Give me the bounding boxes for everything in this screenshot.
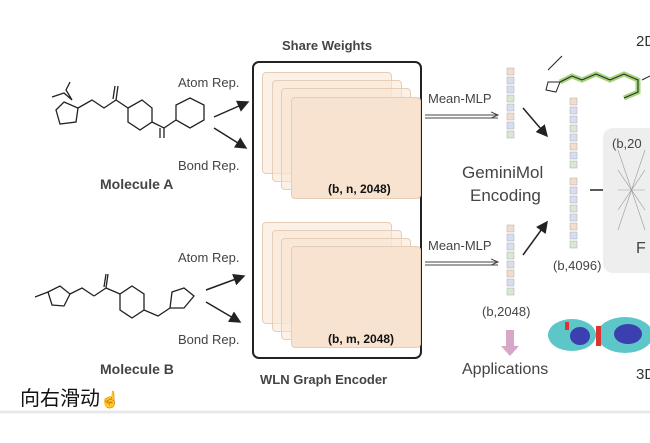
vector-cell bbox=[506, 130, 515, 139]
vector-cell bbox=[506, 287, 515, 296]
shape-a: (b, n, 2048) bbox=[328, 182, 391, 196]
molecule-b-structure bbox=[34, 273, 195, 319]
bond-rep-b: Bond Rep. bbox=[178, 332, 240, 347]
molecule-a-structure bbox=[51, 81, 205, 138]
label-3d: 3D bbox=[636, 366, 650, 383]
vector-cell bbox=[569, 160, 578, 169]
atom-rep-b: Atom Rep. bbox=[178, 250, 240, 265]
vector-cell bbox=[506, 76, 515, 85]
share-weights-label: Share Weights bbox=[282, 38, 373, 53]
vector-shape: (b,2048) bbox=[482, 304, 531, 319]
vector-cell bbox=[569, 133, 578, 142]
graph-card-front bbox=[291, 246, 421, 348]
rep-arrows bbox=[205, 100, 250, 323]
network-graphic bbox=[617, 149, 646, 231]
vector-cell bbox=[506, 94, 515, 103]
mean-mlp-bottom: Mean-MLP bbox=[428, 238, 492, 253]
vector-cell bbox=[506, 67, 515, 76]
atom-rep-a: Atom Rep. bbox=[178, 75, 240, 90]
hand-pointer-icon: ☝ bbox=[100, 392, 120, 409]
vector-cell bbox=[506, 242, 515, 251]
vector-cell bbox=[506, 224, 515, 233]
graph-card-front bbox=[291, 97, 421, 199]
vector-cell bbox=[569, 195, 578, 204]
bond-rep-a: Bond Rep. bbox=[178, 158, 240, 173]
vector-cell bbox=[569, 204, 578, 213]
vector-cell bbox=[569, 115, 578, 124]
encoder-label: WLN Graph Encoder bbox=[260, 372, 388, 387]
vector-cell bbox=[569, 240, 578, 249]
highlighted-molecule bbox=[545, 55, 650, 101]
vector-cell bbox=[506, 103, 515, 112]
vector-cell bbox=[569, 106, 578, 115]
swipe-hint[interactable]: 向右滑动☝ bbox=[20, 382, 120, 411]
vector-cell bbox=[506, 260, 515, 269]
molecule-b-label: Molecule B bbox=[100, 361, 174, 377]
label-2d: 2D bbox=[636, 33, 650, 50]
vector-cell bbox=[506, 251, 515, 260]
vector-cell bbox=[569, 186, 578, 195]
molecule-a-label: Molecule A bbox=[100, 176, 174, 192]
vector-cell bbox=[569, 222, 578, 231]
vector-cell bbox=[569, 97, 578, 106]
vector-cell bbox=[506, 233, 515, 242]
concat-shape: (b,4096) bbox=[553, 258, 602, 273]
vector-cell bbox=[506, 269, 515, 278]
applications-label: Applications bbox=[462, 361, 549, 378]
swipe-hint-text: 向右滑动 bbox=[20, 388, 100, 410]
vector-cell bbox=[506, 278, 515, 287]
vector-cell bbox=[569, 142, 578, 151]
vector-cell bbox=[506, 112, 515, 121]
feature-vectors bbox=[506, 67, 578, 296]
right-panel-shape: (b,20 bbox=[612, 136, 642, 151]
vector-cell bbox=[569, 177, 578, 186]
shape-b: (b, m, 2048) bbox=[328, 332, 395, 346]
protein-structure bbox=[548, 317, 650, 353]
mean-mlp-top: Mean-MLP bbox=[428, 91, 492, 106]
encoding-line2: Encoding bbox=[470, 186, 541, 205]
vector-cell bbox=[506, 85, 515, 94]
vector-cell bbox=[506, 121, 515, 130]
wln-encoder-box bbox=[252, 61, 422, 359]
vector-cell bbox=[569, 231, 578, 240]
right-panel-letter: F bbox=[636, 240, 646, 257]
vector-cell bbox=[569, 124, 578, 133]
right-panel bbox=[603, 128, 650, 273]
vector-cell bbox=[569, 213, 578, 222]
applications-arrow bbox=[501, 330, 519, 356]
encoding-line1: GeminiMol bbox=[462, 163, 544, 182]
vector-cell bbox=[569, 151, 578, 160]
